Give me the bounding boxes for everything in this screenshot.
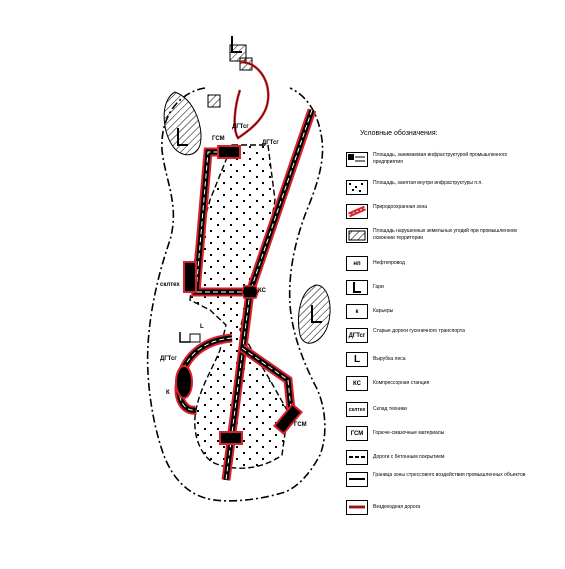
legend-text-concrete: Дороги с бетонным покрытием (373, 454, 445, 460)
compressor-station (241, 285, 259, 299)
legend-text-logging: Вырубка леса (373, 356, 406, 362)
legend-text-disturbed: Площадь нарушенных земельных угодий при … (373, 228, 517, 241)
logging-symbol-text: L (353, 354, 361, 365)
fuel-block-right (272, 403, 304, 435)
compressor-symbol-text: КС (353, 380, 361, 387)
tracked-roads-icon: ДГТсг (346, 328, 368, 343)
pipeline-symbol-text: нп (353, 260, 361, 267)
industrial-area-boundary (189, 144, 289, 469)
legend-text-tracked: Старые дороги гусеничного транспорта (373, 328, 465, 334)
legend-text-warehouse: Склад техники (373, 406, 407, 412)
inner-area-icon (346, 180, 368, 195)
fuel-block-bottom (219, 431, 243, 445)
legend-text-fuel: Горюче-смазочные материалы (373, 430, 445, 436)
quarry-icon: к (346, 304, 368, 319)
legend-text-burn: Гари (373, 284, 384, 290)
disturbed-lands-icon (346, 228, 368, 243)
map-label-dgt-left: ДГТсг (160, 356, 177, 362)
compressor-icon: КС (346, 376, 368, 391)
industrial-area-icon (346, 152, 368, 167)
logging-mark-quarry (231, 36, 242, 53)
quarry-k (175, 365, 193, 399)
stress-boundary-icon (346, 472, 368, 487)
quarry-square-3 (207, 94, 221, 108)
protected-zone-icon (346, 204, 368, 219)
fuel-icon: ГСМ (346, 426, 368, 441)
legend-text-quarry: Карьеры (373, 308, 394, 314)
map-label-gsm-bottom: ГСМ (228, 438, 241, 444)
tracked-symbol-text: ДГТсг (348, 332, 366, 339)
burn-area-icon (346, 280, 368, 295)
map-label-dgt-right: ДГТсг (262, 140, 279, 146)
logging-icon: L (346, 352, 368, 367)
fuel-block-top (217, 145, 241, 159)
legend-text-winter: Вездеходная дорога (373, 504, 421, 510)
warehouse-symbol-text: склтех (348, 406, 366, 413)
map-label-ks: КС (258, 288, 266, 294)
legend-text-inner: Площадь, занятая внутри инфраструктуры п… (373, 180, 483, 186)
logging-mark-right (311, 305, 322, 323)
warehouse-block (183, 261, 197, 293)
map-label-gsm-right: ГСМ (294, 422, 307, 428)
map-label-k: К (166, 390, 170, 396)
legend-text-compressor: Компрессорная станция (373, 380, 430, 386)
map-label-gsm-top: ГСМ (212, 136, 225, 142)
burn-area-right (298, 284, 331, 344)
map-label-warehouse: склтех (160, 282, 180, 288)
legend-text-protected: Природоохранная зона (373, 204, 428, 210)
legend-text-industrial: Площадь, занимаемая инфраструктурой пром… (373, 152, 508, 165)
pipeline-icon: нп (346, 256, 368, 271)
winter-road-icon (346, 500, 368, 515)
map-label-l: L (200, 324, 204, 330)
quarry-symbol-text: к (355, 308, 359, 315)
legend-title: Условные обозначения: (360, 130, 438, 137)
logging-mark-top (177, 128, 188, 146)
logging-mark-l (179, 332, 190, 343)
stress-zone-boundary (146, 87, 326, 502)
legend-text-stress: Граница зоны стрессового воздействия про… (373, 472, 526, 478)
pipeline-post (189, 333, 201, 343)
concrete-road-icon (346, 450, 368, 465)
warehouse-icon: склтех (346, 402, 368, 417)
burn-area-top (163, 91, 202, 156)
map-label-dgt-top: ДГТсг (232, 124, 249, 130)
legend-text-pipeline: Нефтепровод (373, 260, 405, 266)
fuel-symbol-text: ГСМ (350, 430, 364, 437)
